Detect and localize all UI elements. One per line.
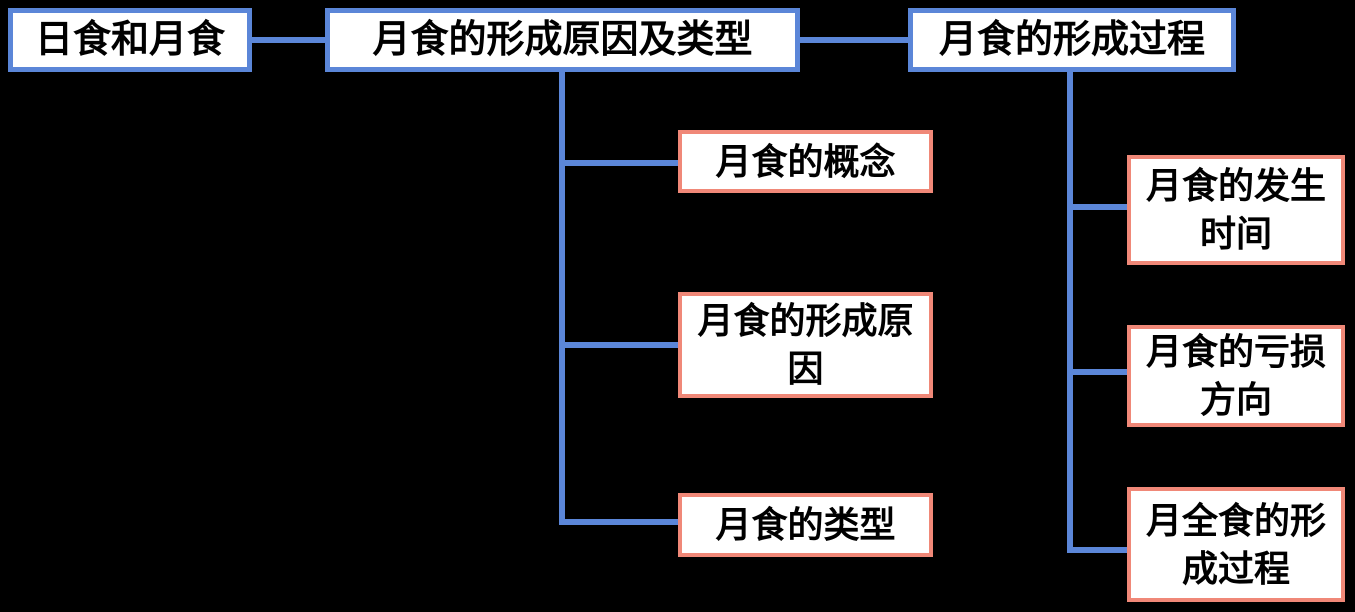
connector-branch-waning-direction (1067, 369, 1127, 375)
node-eclipse-types: 月食的类型 (678, 493, 933, 557)
connector-causes-to-process (800, 37, 908, 43)
connector-branch-occurrence-time (1067, 204, 1127, 210)
node-causes-and-types: 月食的形成原因及类型 (325, 8, 800, 72)
connector-process-trunk (1067, 72, 1073, 553)
node-solar-and-lunar-eclipse-label: 日食和月食 (34, 18, 225, 61)
node-waning-direction: 月食的亏损 方向 (1127, 325, 1345, 427)
node-formation-process-label: 月食的形成过程 (938, 18, 1205, 61)
node-occurrence-time: 月食的发生 时间 (1127, 155, 1345, 265)
connector-root-to-causes (252, 37, 325, 43)
node-solar-and-lunar-eclipse: 日食和月食 (8, 8, 252, 72)
node-formation-process: 月食的形成过程 (908, 8, 1236, 72)
node-total-eclipse-process: 月全食的形 成过程 (1127, 487, 1345, 602)
connector-branch-types (559, 519, 678, 525)
node-waning-direction-label: 月食的亏损 方向 (1145, 331, 1326, 420)
connector-branch-total-process (1067, 547, 1127, 553)
node-eclipse-concept-label: 月食的概念 (715, 140, 896, 182)
connector-branch-formation-cause (559, 342, 678, 348)
connector-branch-concept (559, 160, 678, 166)
node-total-eclipse-process-label: 月全食的形 成过程 (1145, 499, 1326, 589)
node-eclipse-types-label: 月食的类型 (715, 504, 896, 546)
node-causes-and-types-label: 月食的形成原因及类型 (372, 18, 753, 61)
node-occurrence-time-label: 月食的发生 时间 (1145, 165, 1326, 254)
node-eclipse-concept: 月食的概念 (678, 130, 933, 193)
connector-causes-trunk (559, 72, 565, 525)
node-formation-cause-label: 月食的形成原 因 (697, 300, 914, 389)
node-formation-cause: 月食的形成原 因 (678, 292, 933, 398)
